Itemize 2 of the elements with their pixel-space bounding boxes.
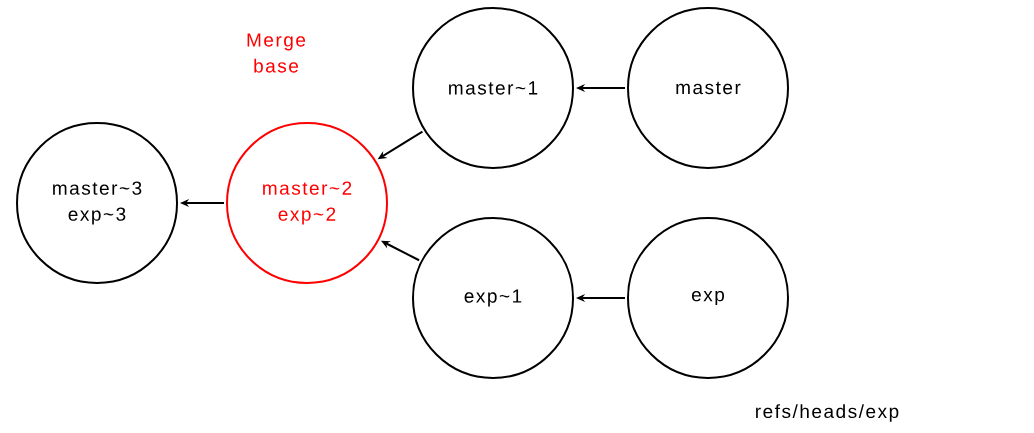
ref-label: refs/heads/exp — [756, 404, 899, 422]
node-caption: Merge base — [247, 33, 306, 73]
